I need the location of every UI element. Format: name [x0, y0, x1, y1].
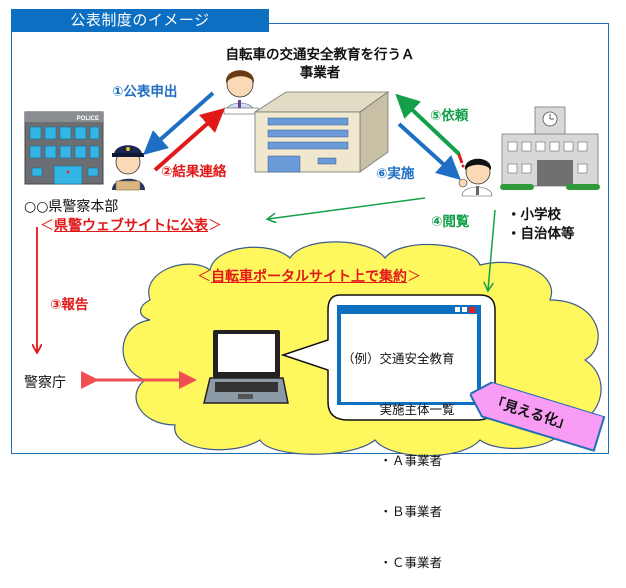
step3-label: ③報告 — [50, 297, 89, 313]
arrow-step4-to-hq — [268, 197, 426, 219]
operator-label-line2: 事業者 — [299, 65, 341, 81]
publish-link[interactable]: 県警ウェブサイトに公表 — [54, 218, 208, 234]
step4-label: ④閲覧 — [431, 214, 470, 230]
publish-label: ＜県警ウェブサイトに公表＞ — [40, 218, 222, 234]
step5-label: ⑤依頼 — [430, 108, 469, 124]
operator-label: 自転車の交通安全教育を行うＡ 事業者 — [205, 46, 435, 82]
visualize-badge: 「見える化」 — [465, 377, 606, 452]
minimize-icon — [455, 307, 460, 312]
step6-label: ⑥実施 — [376, 166, 415, 182]
step2-label: ②結果連絡 — [161, 164, 227, 180]
police-officer-icon — [112, 145, 145, 191]
diagram-title: 公表制度のイメージ — [11, 9, 269, 32]
arrow-step1 — [143, 91, 215, 155]
portal-window-content: （例）交通安全教育 実施主体一覧 ・Ａ事業者 ・Ｂ事業者 ・Ｃ事業者 — [342, 351, 455, 570]
arrow-step6 — [397, 122, 461, 181]
schools-label: ・小学校 ・自治体等 — [507, 207, 575, 242]
step1-label: ①公表申出 — [112, 84, 178, 100]
police-building-icon — [24, 111, 104, 185]
office-building-icon — [253, 91, 390, 173]
operator-label-line1: 自転車の交通安全教育を行うＡ — [225, 47, 415, 63]
arrow-step5 — [395, 93, 461, 156]
police-sign-text: POLICE — [77, 116, 99, 122]
police-agency-label: 警察庁 — [24, 375, 66, 391]
portal-link[interactable]: 自転車ポータルサイト上で集約 — [211, 269, 407, 285]
portal-window — [337, 305, 481, 405]
close-icon — [469, 307, 475, 313]
arrow-step2 — [153, 108, 225, 172]
arrow-step4-to-portal — [488, 209, 496, 290]
operator-person-icon — [223, 70, 259, 115]
school-building-icon — [500, 106, 600, 190]
laptop-icon — [203, 330, 289, 404]
portal-label: ＜自転車ポータルサイト上で集約＞ — [197, 269, 421, 285]
school-staff-icon — [456, 151, 493, 197]
police-hq-label: ○○県警察本部 — [24, 199, 119, 215]
maximize-icon — [462, 307, 467, 312]
